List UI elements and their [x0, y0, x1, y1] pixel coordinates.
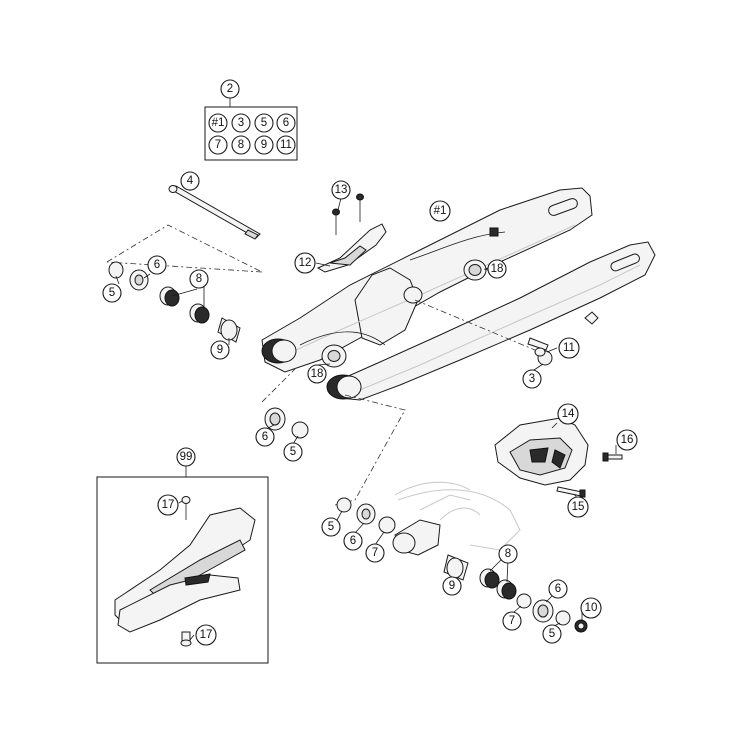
callout-5-right: 5 [542, 624, 562, 644]
callout-7-right: 7 [502, 611, 522, 631]
callout-18-top: 18 [487, 259, 507, 279]
kit-99-frame [96, 476, 269, 664]
callout-4: 4 [180, 171, 200, 191]
svg-text:5: 5 [328, 521, 334, 533]
svg-text:8: 8 [505, 548, 511, 560]
svg-text:#1: #1 [212, 117, 225, 129]
chain-guide [494, 417, 623, 498]
callout-8-lower: 8 [498, 544, 518, 564]
callout-12: 12 [294, 252, 316, 274]
svg-text:3: 3 [529, 373, 535, 385]
svg-text:6: 6 [154, 259, 160, 271]
svg-text:9: 9 [261, 139, 267, 151]
callout-swingarm: #1 [429, 200, 451, 222]
svg-text:5: 5 [290, 446, 296, 458]
svg-text:6: 6 [283, 117, 289, 129]
callout-2: 2 [220, 79, 240, 99]
svg-text:11: 11 [563, 342, 575, 354]
callout-6-right: 6 [548, 579, 568, 599]
svg-text:5: 5 [549, 628, 555, 640]
svg-text:13: 13 [335, 184, 348, 196]
callout-17-bottom: 17 [195, 624, 217, 646]
callout-10: 10 [580, 597, 602, 619]
callout-6-lower: 6 [343, 531, 363, 551]
svg-text:7: 7 [509, 615, 515, 627]
svg-text:5: 5 [109, 287, 115, 299]
callout-8-top: 8 [189, 269, 209, 289]
callout-9-lower: 9 [442, 576, 462, 596]
svg-text:11: 11 [280, 139, 292, 151]
svg-text:4: 4 [187, 175, 194, 187]
kit-callout-5: 5 [254, 113, 274, 133]
svg-text:6: 6 [350, 535, 356, 547]
svg-text:9: 9 [449, 580, 455, 592]
callout-5-top: 5 [102, 283, 122, 303]
svg-text:17: 17 [200, 629, 213, 641]
kit-frame [204, 106, 298, 161]
kit-99-box [96, 466, 269, 664]
svg-text:6: 6 [262, 431, 268, 443]
callout-6-mid: 6 [255, 427, 275, 447]
callout-9-top: 9 [210, 340, 230, 360]
small-rings [534, 347, 553, 366]
callout-3: 3 [522, 369, 542, 389]
svg-text:3: 3 [238, 117, 244, 129]
lower-bearing-stack [336, 497, 588, 633]
callout-13: 13 [331, 180, 351, 200]
callout-11: 11 [558, 337, 580, 359]
callout-18-bottom: 18 [307, 364, 327, 384]
svg-text:7: 7 [215, 139, 221, 151]
svg-text:12: 12 [299, 257, 312, 269]
leader-lines [115, 188, 617, 641]
kit-box [204, 98, 298, 161]
svg-text:8: 8 [196, 273, 202, 285]
lower-left-bearings [264, 407, 309, 439]
swingarm [261, 187, 656, 401]
callout-14: 14 [557, 403, 579, 425]
callout-5-mid: 5 [283, 442, 303, 462]
kit-callout-6: 6 [276, 113, 296, 133]
callout-99: 99 [176, 447, 196, 467]
callout-16: 16 [616, 429, 638, 451]
pivot-axle [168, 185, 261, 240]
svg-text:17: 17 [162, 499, 175, 511]
svg-text:14: 14 [562, 408, 575, 420]
svg-text:15: 15 [572, 501, 585, 513]
callout-7-lower: 7 [365, 543, 385, 563]
kit-callout-3: 3 [231, 113, 251, 133]
svg-text:#1: #1 [434, 205, 447, 217]
svg-text:7: 7 [372, 547, 378, 559]
kit-callout-9: 9 [254, 135, 274, 155]
svg-text:18: 18 [491, 263, 504, 275]
callout-5-lower: 5 [321, 517, 341, 537]
kit-callout-8: 8 [231, 135, 251, 155]
svg-text:8: 8 [238, 139, 244, 151]
kit-callout-11: 11 [276, 135, 296, 155]
svg-text:6: 6 [555, 583, 561, 595]
svg-text:2: 2 [227, 83, 233, 95]
callout-6-top: 6 [147, 255, 167, 275]
lower-pivot-detail [392, 481, 521, 556]
kit-callout-7: 7 [208, 135, 228, 155]
kit-callout-1: #1 [208, 113, 228, 133]
svg-text:99: 99 [180, 451, 193, 463]
svg-text:10: 10 [585, 602, 598, 614]
svg-text:5: 5 [261, 117, 267, 129]
svg-text:16: 16 [621, 434, 634, 446]
left-bearing-stack [108, 261, 241, 343]
callout-15: 15 [567, 496, 589, 518]
svg-text:9: 9 [217, 344, 223, 356]
svg-text:18: 18 [311, 368, 324, 380]
callout-17-top: 17 [157, 494, 179, 516]
hose-guide-bracket [316, 193, 387, 273]
